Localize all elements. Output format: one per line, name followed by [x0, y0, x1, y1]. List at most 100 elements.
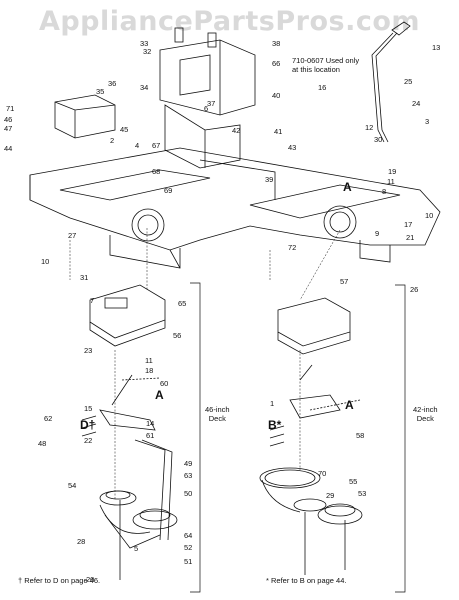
part-number-label: 48 — [38, 439, 47, 448]
usage-note: 710-0607 Used only at this location — [292, 56, 359, 74]
part-number-label: 39 — [265, 175, 274, 184]
part-number-label: 11 — [387, 177, 395, 186]
part-number-label: 51 — [184, 557, 193, 566]
part-number-label: 1 — [270, 399, 275, 408]
part-number-label: 30 — [374, 135, 383, 144]
battery — [54, 94, 116, 139]
part-number-label: 57 — [340, 277, 349, 286]
part-number-label: 49 — [184, 459, 193, 468]
part-number-label: 20 — [86, 575, 95, 584]
part-number-label: 71 — [6, 104, 15, 113]
part-number-label: 10 — [425, 211, 434, 220]
part-number-label: 17 — [404, 220, 413, 229]
part-number-label: 72 — [288, 243, 297, 252]
part-number-label: 12 — [365, 123, 374, 132]
part-number-label: 45 — [120, 125, 129, 134]
part-number-label: 24 — [412, 99, 421, 108]
part-number-label: 35 — [96, 87, 105, 96]
part-number-label: 46 — [4, 115, 13, 124]
part-number-label: 14 — [146, 419, 155, 428]
part-number-label: 32 — [143, 47, 152, 56]
part-number-label: 13 — [432, 43, 441, 52]
part-number-label: 34 — [140, 83, 149, 92]
part-number-label: 44 — [4, 144, 13, 153]
part-number-label: 69 — [164, 186, 173, 195]
part-number-label: 3 — [425, 117, 430, 126]
callout-b: B* — [268, 418, 282, 432]
part-number-label: 16 — [318, 83, 327, 92]
shift-lever — [371, 21, 411, 143]
right-idler-assembly — [269, 364, 361, 447]
part-number-label: 18 — [145, 366, 154, 375]
part-number-label: 31 — [80, 273, 89, 282]
part-number-label: 67 — [152, 141, 161, 150]
part-number-label: 41 — [274, 127, 283, 136]
deck-left-line1: 46-inch — [205, 405, 230, 414]
part-number-label: 40 — [272, 91, 281, 100]
part-number-label: 61 — [146, 431, 155, 440]
left-idler-assembly — [81, 374, 173, 541]
part-number-label: 66 — [272, 59, 281, 68]
footnote-right: * Refer to B on page 44. — [266, 576, 347, 585]
right-plate — [277, 297, 351, 355]
part-number-label: 25 — [404, 77, 413, 86]
part-number-label: 29 — [326, 491, 335, 500]
main-frame — [29, 147, 441, 269]
upper-bracket — [159, 27, 256, 169]
part-number-label: 6 — [204, 104, 209, 113]
part-number-label: 2 — [110, 136, 115, 145]
deck-brackets — [190, 282, 406, 593]
part-number-label: 56 — [173, 331, 182, 340]
part-number-label: 62 — [44, 414, 53, 423]
part-number-label: 70 — [318, 469, 327, 478]
part-number-label: 23 — [84, 346, 93, 355]
part-number-label: 60 — [160, 379, 169, 388]
part-number-label: 54 — [68, 481, 77, 490]
callout-d: D† — [80, 418, 96, 432]
callout-a-left: A — [155, 388, 164, 402]
part-number-label: 33 — [140, 39, 149, 48]
part-number-label: 8 — [382, 187, 387, 196]
right-pulleys — [259, 467, 363, 575]
part-number-label: 11 — [145, 356, 153, 365]
part-number-label: 15 — [84, 404, 93, 413]
part-number-label: 9 — [375, 229, 380, 238]
part-number-label: 26 — [410, 285, 419, 294]
leader-lines — [69, 228, 341, 500]
deck-label-right: 42-inch Deck — [413, 405, 438, 423]
part-number-label: 36 — [108, 79, 117, 88]
callout-a-top: A — [343, 180, 352, 194]
part-number-label: 43 — [288, 143, 297, 152]
footnote-left: † Refer to D on page 46. — [18, 576, 101, 585]
part-number-label: 28 — [77, 537, 86, 546]
watermark: AppliancePartsPros.com — [38, 6, 421, 37]
part-number-label: 7 — [90, 296, 95, 305]
part-number-label: 21 — [406, 233, 415, 242]
part-number-label: 38 — [272, 39, 281, 48]
part-number-label: 58 — [356, 431, 365, 440]
part-number-label: 47 — [4, 124, 13, 133]
left-pulleys — [99, 490, 178, 580]
part-number-label: 19 — [388, 167, 397, 176]
part-number-label: 52 — [184, 543, 193, 552]
part-number-label: 27 — [68, 231, 77, 240]
part-number-label: 42 — [232, 126, 241, 135]
part-number-label: 64 — [184, 531, 193, 540]
part-number-label: 50 — [184, 489, 193, 498]
left-plate — [89, 284, 166, 347]
part-number-label: 55 — [349, 477, 358, 486]
part-number-label: 65 — [178, 299, 187, 308]
usage-note-line2: at this location — [292, 65, 340, 74]
part-number-label: 22 — [84, 436, 93, 445]
part-number-label: 4 — [135, 141, 140, 150]
usage-note-line1: 710-0607 Used only — [292, 56, 360, 65]
part-number-label: 63 — [184, 471, 193, 480]
part-number-label: 5 — [134, 544, 139, 553]
deck-right-line1: 42-inch — [413, 405, 438, 414]
deck-left-line2: Deck — [208, 414, 226, 423]
part-number-label: 53 — [358, 489, 367, 498]
part-number-label: 10 — [41, 257, 50, 266]
callout-a-right: A — [345, 398, 354, 412]
